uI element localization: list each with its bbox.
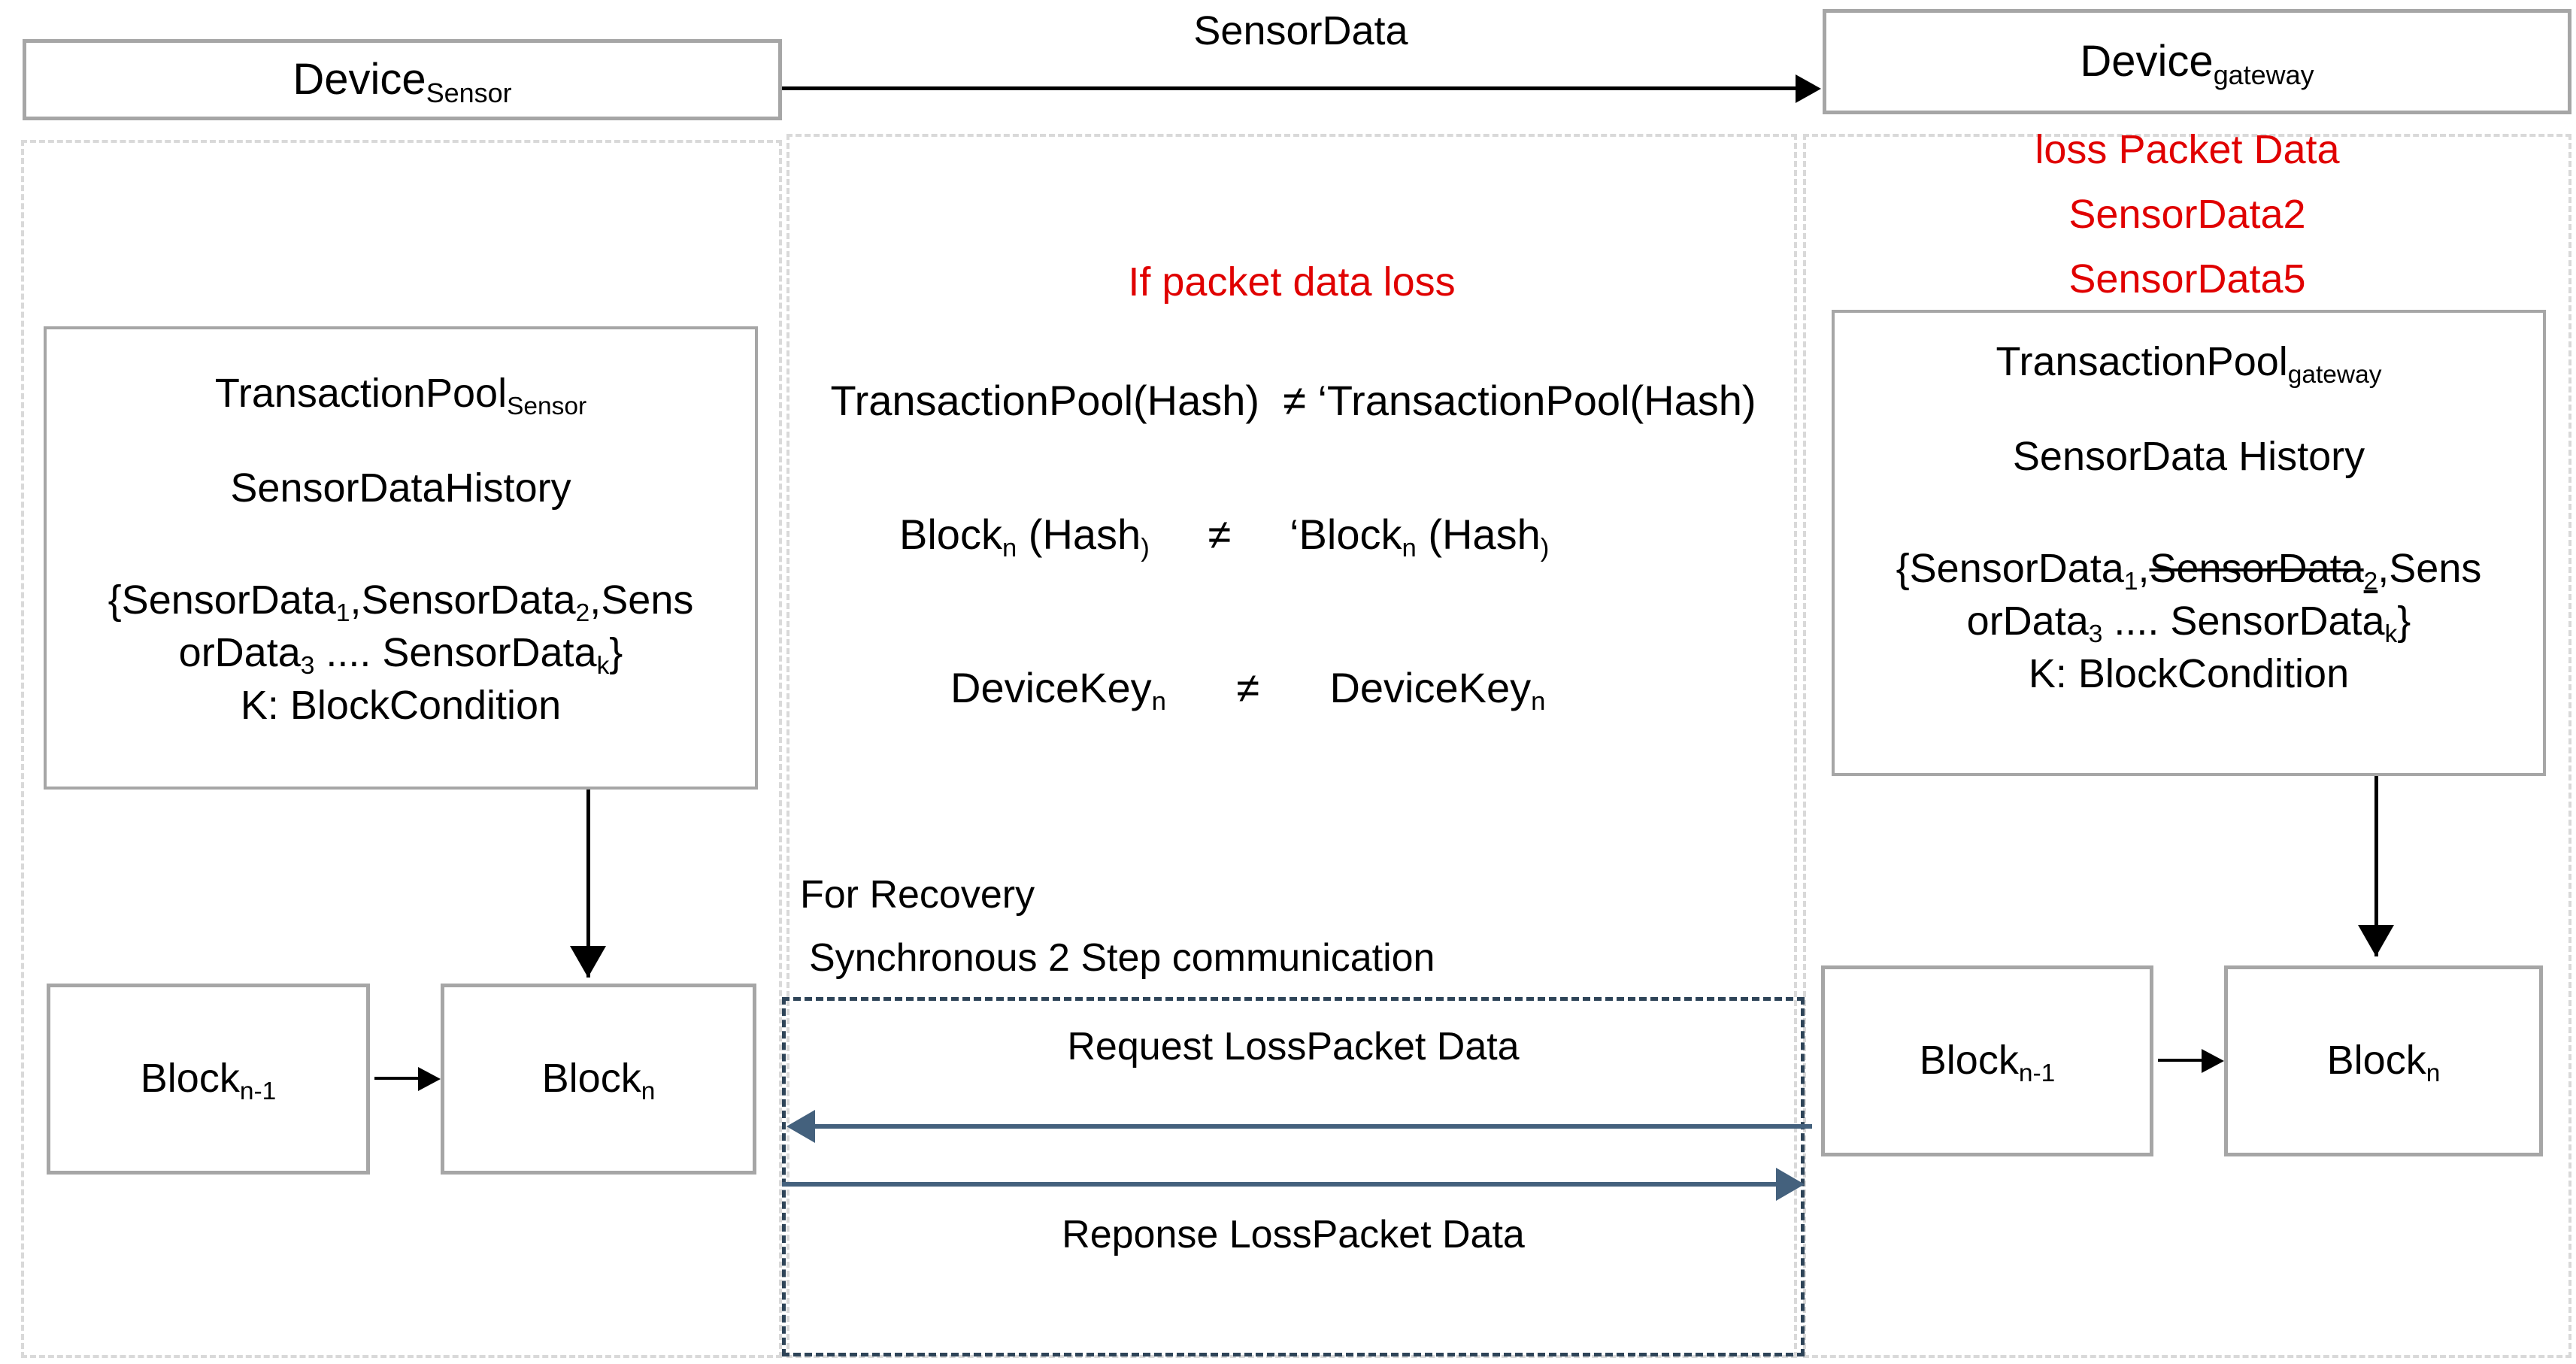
gateway-dataset-struck-item: SensorData2: [2149, 546, 2378, 596]
packet-loss-condition-title: If packet data loss: [1128, 259, 1456, 305]
block-curr-sensor-box[interactable]: Blockn: [441, 984, 756, 1175]
device-sensor-label: DeviceSensor: [292, 54, 512, 108]
loss-packet-title: loss Packet Data: [2035, 127, 2340, 172]
sensordata-arrow-head-icon: [1796, 74, 1821, 103]
block-curr-gateway-box[interactable]: Blockn: [2224, 965, 2543, 1156]
not-equal-icon: ≠: [1283, 377, 1306, 424]
block-hash-lhs-sub: n: [1002, 534, 1017, 563]
equation-transactionpool-hash: TransactionPool(Hash) ≠ ‘TransactionPool…: [830, 377, 1756, 424]
device-sensor-box[interactable]: DeviceSensor: [23, 39, 782, 120]
device-sensor-subscript: Sensor: [426, 77, 512, 108]
not-equal-icon-2: ≠: [1208, 511, 1232, 558]
sensordata-arrow-line: [782, 86, 1796, 90]
loss-packet-item-1: SensorData5: [2068, 256, 2306, 302]
device-gateway-label: Devicegateway: [2080, 36, 2314, 90]
block-prev-sensor-subscript: n-1: [239, 1078, 277, 1106]
request-losspacket-label: Request LossPacket Data: [1067, 1025, 1520, 1068]
transaction-pool-gateway-heading: TransactionPoolgateway: [1996, 339, 2382, 389]
block-curr-gateway-subscript: n: [2426, 1059, 2441, 1088]
gateway-dataset-sub-3: 3: [2088, 620, 2103, 649]
sensor-block-condition: K: BlockCondition: [240, 682, 562, 728]
recovery-note-line-2: Synchronous 2 Step communication: [809, 936, 1435, 980]
sensor-pool-to-block-line: [586, 790, 590, 978]
response-losspacket-label: Reponse LossPacket Data: [1062, 1213, 1525, 1256]
sensor-dataset-sub-2: 2: [575, 599, 590, 628]
transaction-pool-sensor-heading: TransactionPoolSensor: [214, 371, 587, 421]
block-hash-rhs-sub: n: [1402, 534, 1417, 563]
loss-packet-item-0: SensorData2: [2068, 192, 2306, 237]
sensordata-arrow-label: SensorData: [1193, 8, 1408, 53]
sensor-dataset-sub-3: 3: [300, 652, 315, 680]
transaction-pool-gateway-box[interactable]: TransactionPoolgateway SensorData Histor…: [1832, 310, 2546, 776]
block-link-gateway-line: [2158, 1059, 2203, 1062]
block-curr-sensor-label: Blockn: [541, 1056, 656, 1106]
block-prev-gateway-subscript: n-1: [2018, 1059, 2056, 1088]
gateway-history-label: SensorData History: [2012, 433, 2365, 479]
device-key-lhs-sub: n: [1151, 687, 1166, 717]
sensor-dataset-sub-k: k: [596, 652, 610, 680]
sensor-pool-to-block-arrowhead-icon: [570, 946, 606, 978]
equation-block-hash: Blockn (Hash) ≠ ‘Blockn (Hash): [899, 511, 1550, 563]
gateway-side-container: [1803, 134, 2571, 1358]
sensor-dataset-line-1: {SensorData1,SensorData2,Sens: [108, 577, 694, 628]
sensor-history-label: SensorDataHistory: [230, 465, 571, 511]
device-gateway-box[interactable]: Devicegateway: [1823, 9, 2571, 114]
block-hash-lhs-paren: ): [1141, 534, 1150, 563]
block-curr-sensor-subscript: n: [641, 1078, 656, 1106]
not-equal-icon-3: ≠: [1236, 664, 1260, 711]
gateway-dataset-line-2: orData3 .... SensorDatak}: [1966, 599, 2411, 649]
device-key-rhs-sub: n: [1531, 687, 1546, 717]
response-losspacket-arrowhead-icon: [1776, 1168, 1805, 1201]
transaction-pool-gateway-subscript: gateway: [2287, 361, 2382, 389]
sensor-dataset-sub-1: 1: [335, 599, 350, 628]
request-losspacket-arrow-line: [815, 1124, 1812, 1129]
gateway-dataset-struck-sub: 2: [2363, 568, 2378, 596]
block-prev-sensor-label: Blockn-1: [140, 1056, 277, 1106]
response-losspacket-arrow-line: [782, 1182, 1779, 1187]
block-prev-sensor-box[interactable]: Blockn-1: [47, 984, 370, 1175]
gateway-block-condition: K: BlockCondition: [2028, 650, 2350, 696]
block-curr-gateway-label: Blockn: [2326, 1038, 2441, 1088]
transaction-pool-sensor-box[interactable]: TransactionPoolSensor SensorDataHistory …: [44, 326, 758, 790]
center-comparison-container: [786, 134, 1797, 1358]
block-link-sensor-arrowhead-icon: [418, 1067, 441, 1091]
request-losspacket-arrowhead-icon: [786, 1110, 815, 1143]
sensor-dataset-line-2: orData3 .... SensorDatak}: [178, 630, 623, 680]
device-gateway-subscript: gateway: [2213, 59, 2314, 90]
transaction-pool-sensor-subscript: Sensor: [507, 393, 587, 421]
block-prev-gateway-box[interactable]: Blockn-1: [1821, 965, 2153, 1156]
block-hash-rhs-paren: ): [1540, 534, 1550, 563]
block-prev-gateway-label: Blockn-1: [1919, 1038, 2056, 1088]
equation-device-key: DeviceKeyn ≠ DeviceKeyn: [950, 664, 1546, 717]
recovery-note-line-1: For Recovery: [800, 873, 1035, 917]
block-link-sensor-line: [374, 1077, 420, 1080]
gateway-pool-to-block-line: [2374, 776, 2378, 956]
gateway-dataset-sub-1: 1: [2123, 568, 2138, 596]
gateway-pool-to-block-arrowhead-icon: [2358, 925, 2394, 956]
gateway-dataset-line-1: {SensorData1,SensorData2,Sens: [1896, 546, 2482, 596]
gateway-dataset-sub-k: k: [2384, 620, 2398, 649]
block-link-gateway-arrowhead-icon: [2202, 1049, 2224, 1073]
sensor-side-container: [21, 140, 782, 1358]
